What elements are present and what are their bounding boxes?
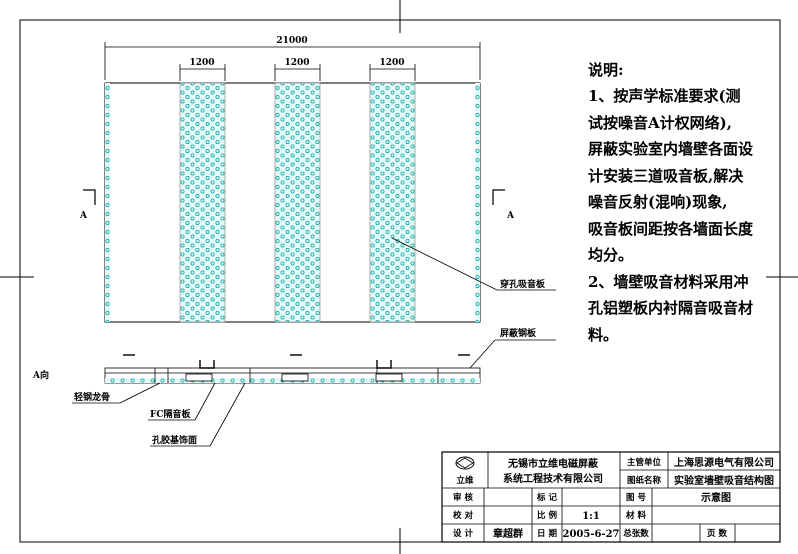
review-label: 审 核 xyxy=(453,492,473,503)
date-label: 日 期 xyxy=(537,528,557,539)
fc-board-label: FC隔音板 xyxy=(150,408,192,420)
wall-elevation xyxy=(104,82,481,323)
notes-block: 说明: 1、按声学标准要求(测 试按噪音A计权网络), 屏蔽实验室内墙壁各面设 … xyxy=(588,61,754,344)
section-view xyxy=(104,367,481,384)
overall-dimension: 21000 xyxy=(276,36,307,46)
light-steel-keel-label: 轻钢龙骨 xyxy=(74,391,110,403)
material-label: 材 料 xyxy=(625,510,646,521)
glue-finish-label: 孔胶基饰面 xyxy=(152,434,197,446)
scale-label: 比 例 xyxy=(537,510,557,521)
notes-line-9: 孔铝塑板内衬隔音吸音材 xyxy=(588,299,753,317)
panel-dimension-1: 1200 xyxy=(189,58,214,68)
title-block xyxy=(441,451,781,543)
shield-steel-plate-label: 屏蔽钢板 xyxy=(500,327,537,339)
notes-line-3: 屏蔽实验室内墙壁各面设 xyxy=(588,140,753,158)
perforated-panel-label: 穿孔吸音板 xyxy=(500,278,546,290)
steel-keel-studs xyxy=(123,354,470,369)
right-edge-panel xyxy=(475,83,480,322)
scale-value: 1:1 xyxy=(582,511,600,522)
client-value: 上海思源电气有限公司 xyxy=(674,456,774,469)
absorb-panel-1 xyxy=(179,82,226,323)
notes-line-1: 1、按声学标准要求(测 xyxy=(588,87,741,105)
company-name-line1: 无锡市立维电磁屏蔽 xyxy=(507,457,599,470)
absorb-panel-3 xyxy=(369,82,416,323)
date-value: 2005-6-27 xyxy=(562,529,619,540)
mark-label: 标 记 xyxy=(536,492,557,503)
panel-dimension-3: 1200 xyxy=(379,58,404,68)
view-label: A向 xyxy=(32,369,49,381)
notes-line-6: 吸音板间距按各墙面长度 xyxy=(588,220,754,238)
company-name-line2: 系统工程技术有限公司 xyxy=(503,472,603,485)
notes-line-4: 计安装三道吸音板,解决 xyxy=(588,167,744,185)
figure-no-value: 示意图 xyxy=(701,491,731,504)
section-letter-left: A xyxy=(79,211,88,221)
figure-no-label: 图 号 xyxy=(626,493,646,503)
left-edge-panel xyxy=(105,83,110,322)
absorb-panel-2 xyxy=(274,82,321,323)
section-leaders xyxy=(72,339,556,447)
client-label: 主管单位 xyxy=(627,457,662,468)
designer-value: 章超群 xyxy=(493,527,523,540)
logo-text: 立维 xyxy=(456,475,474,486)
notes-title: 说明: xyxy=(588,61,624,79)
section-marker-right xyxy=(492,189,505,205)
perforated-panel-leader xyxy=(391,237,556,291)
section-marker-left xyxy=(83,189,96,205)
drawing-name-value: 实验室墙壁吸音结构图 xyxy=(674,474,774,487)
total-sheets-label: 总张数 xyxy=(623,528,649,539)
dimension-lines xyxy=(104,42,481,81)
company-logo: 立维 xyxy=(455,456,475,486)
notes-line-8: 2、墙壁吸音材料采用冲 xyxy=(588,273,748,291)
notes-line-2: 试按噪音A计权网络), xyxy=(588,114,732,132)
section-letter-right: A xyxy=(506,211,515,221)
page-count-label: 页 数 xyxy=(707,528,727,539)
notes-line-7: 均分。 xyxy=(588,246,633,264)
notes-line-5: 噪音反射(混响)现象, xyxy=(588,193,727,211)
panel-dimension-2: 1200 xyxy=(284,58,309,68)
notes-line-10: 料。 xyxy=(588,326,618,344)
drawing-name-label: 图纸名称 xyxy=(627,475,662,486)
proofread-label: 校 对 xyxy=(453,510,473,521)
design-label: 设 计 xyxy=(453,528,473,539)
